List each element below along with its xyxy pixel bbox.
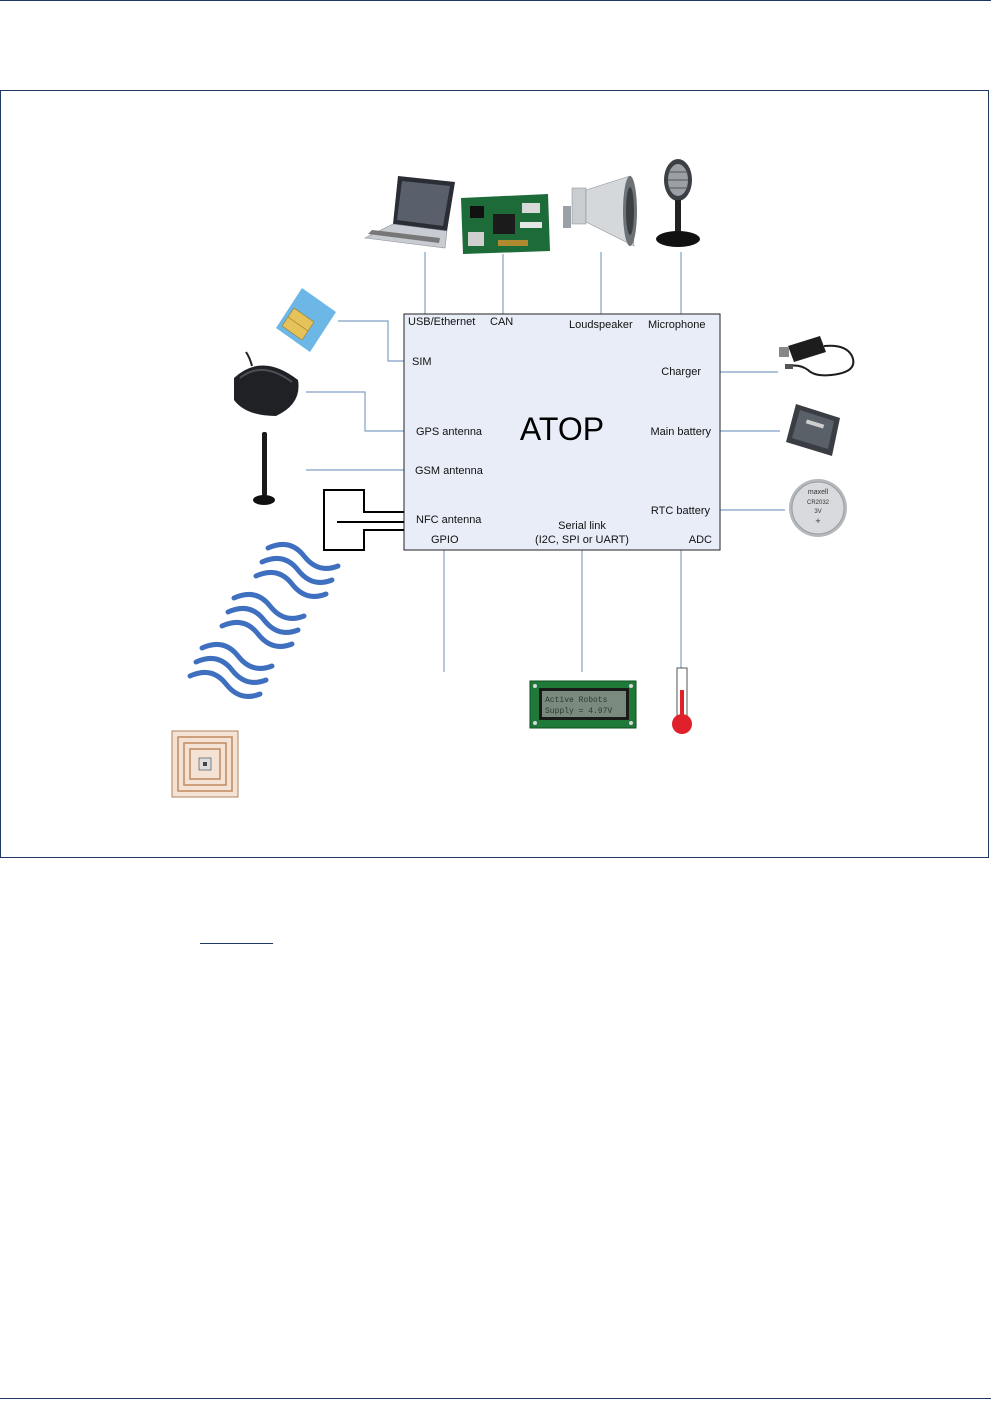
port-loudspeaker: Loudspeaker (569, 319, 633, 331)
sim-card-icon (276, 288, 336, 352)
text-link-underline[interactable] (200, 943, 273, 944)
port-can: CAN (490, 316, 513, 328)
lcd-display-icon: Active Robots Supply = 4.97V (530, 681, 636, 728)
microphone-icon (656, 159, 700, 247)
lcd-line-2: Supply = 4.97V (545, 707, 612, 716)
port-gpio: GPIO (431, 534, 459, 546)
thermometer-icon (672, 668, 692, 734)
page-bottom-rule (0, 1398, 991, 1399)
port-gsm-antenna: GSM antenna (415, 465, 484, 477)
atop-title: ATOP (520, 411, 604, 447)
laptop-icon (365, 176, 455, 248)
coin-cell-plus-icon: + (815, 516, 820, 526)
gps-antenna-icon (234, 352, 299, 416)
coin-cell-brand: maxell (808, 489, 829, 496)
port-main-battery: Main battery (650, 426, 711, 438)
nfc-antenna-icon (324, 490, 404, 550)
main-battery-icon (786, 404, 840, 456)
coin-cell-battery-icon: maxell CR2032 3V + (789, 479, 847, 537)
coin-cell-model: CR2032 (807, 500, 830, 506)
port-serial-link-detail: (I2C, SPI or UART) (535, 534, 629, 546)
port-serial-link: Serial link (558, 520, 606, 532)
lcd-line-1: Active Robots (545, 696, 608, 705)
port-usb-ethernet: USB/Ethernet (408, 316, 475, 328)
port-microphone: Microphone (648, 319, 705, 331)
port-charger: Charger (661, 366, 701, 378)
nfc-waves-icon (190, 544, 338, 696)
port-nfc-antenna: NFC antenna (416, 514, 482, 526)
loudspeaker-icon (563, 176, 637, 246)
gsm-antenna-icon (253, 432, 275, 505)
rfid-tag-icon (172, 731, 238, 797)
port-gps-antenna: GPS antenna (416, 426, 483, 438)
car-charger-icon (779, 336, 853, 375)
port-sim: SIM (412, 356, 432, 368)
port-rtc-battery: RTC battery (651, 505, 711, 517)
can-board-icon (461, 194, 550, 254)
port-adc: ADC (689, 534, 712, 546)
coin-cell-voltage: 3V (814, 509, 821, 515)
